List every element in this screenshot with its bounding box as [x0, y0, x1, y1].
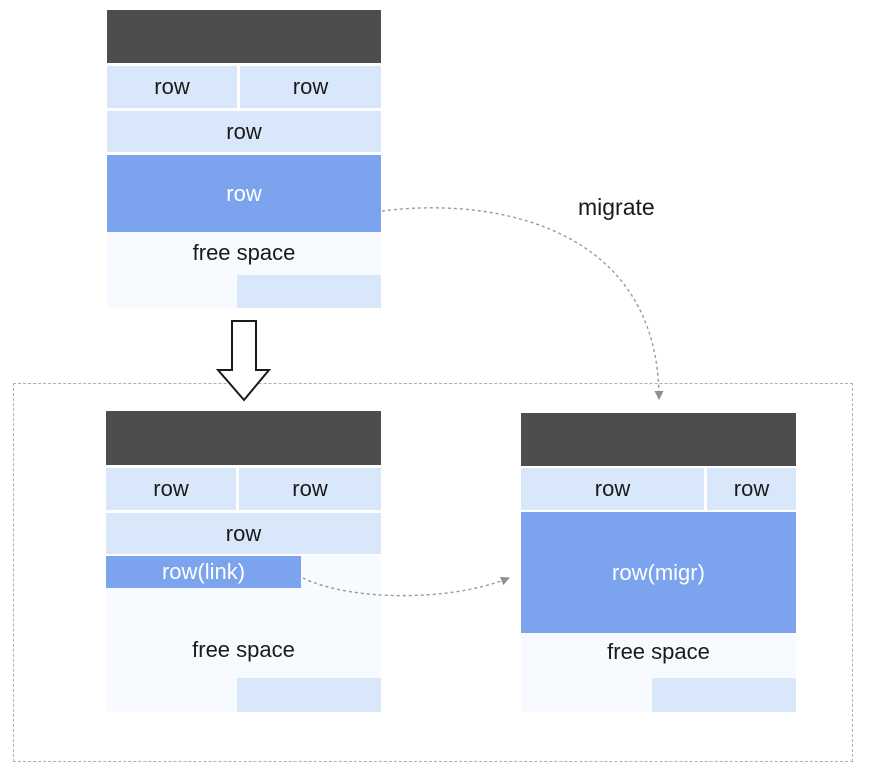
row-link-cell: row(link) [106, 556, 301, 588]
free-space-label: free space [192, 637, 295, 662]
row-cell: row [106, 513, 381, 554]
free-space-area: free space [521, 633, 796, 712]
row-cell-highlighted: row [107, 155, 381, 232]
row-cell: row [240, 66, 381, 108]
row-cell: row [106, 468, 236, 510]
row-pair: row row [107, 66, 381, 108]
free-space-used-block [237, 678, 381, 712]
page-with-migrated-row: row row row(migr) free space [521, 413, 796, 712]
row-migrated-cell: row(migr) [521, 512, 796, 633]
free-space-used-block [237, 275, 381, 308]
row-cell: row [107, 111, 381, 152]
migrate-connector-arrow [381, 207, 664, 400]
row-cell: row [107, 66, 237, 108]
row-cell: row [521, 468, 704, 510]
migrate-label: migrate [578, 194, 655, 220]
page-with-link-row: row row row free space row(link) [106, 411, 381, 712]
free-space-label: free space [192, 240, 296, 265]
page-header-block [107, 10, 381, 63]
free-space-area: free space [107, 232, 381, 308]
row-cell: row [707, 468, 796, 510]
free-space-label: free space [607, 639, 710, 664]
page-header-block [106, 411, 381, 465]
row-pair: row row [106, 468, 381, 510]
row-pair: row row [521, 468, 796, 510]
row-cell: row [239, 468, 381, 510]
free-space-used-block [652, 678, 796, 712]
page-header-block [521, 413, 796, 466]
page-original: row row row row free space [107, 10, 381, 308]
